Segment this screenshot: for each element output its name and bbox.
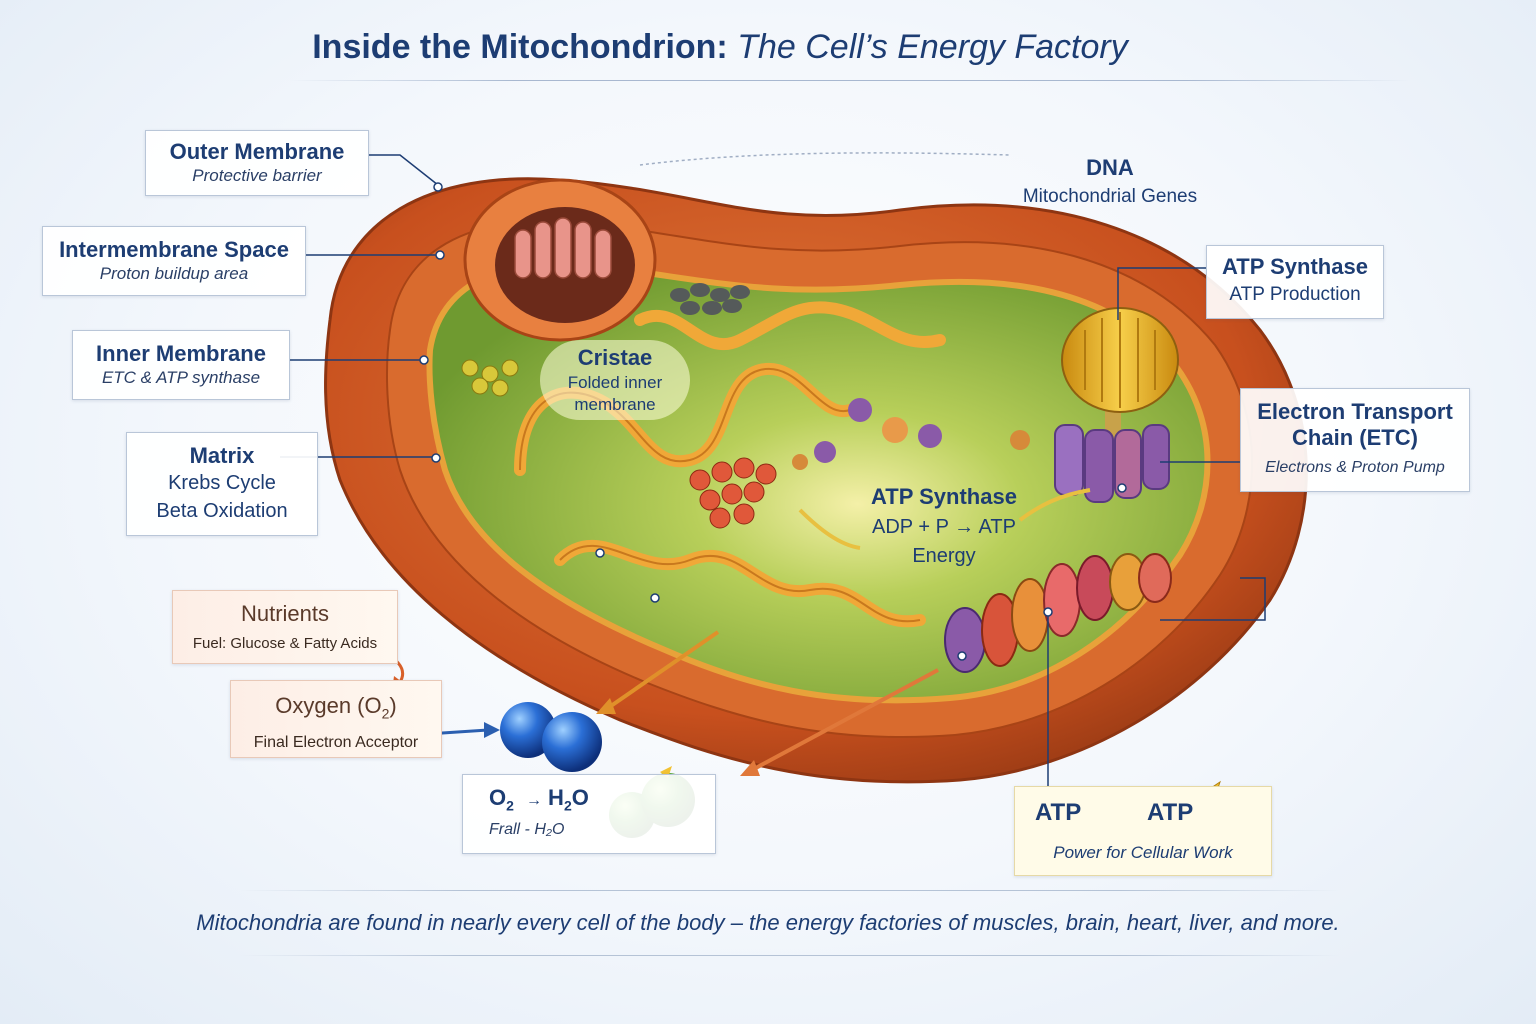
atp-output-label: ATP ATP Power for Cellular Work [1014, 786, 1272, 876]
title-bold: Inside the Mitochondrion: [312, 28, 728, 66]
oxygen-heading: Oxygen (O2) [231, 693, 441, 726]
matrix-label: Matrix Krebs Cycle Beta Oxidation [126, 432, 318, 536]
water-arrow: → [526, 792, 543, 809]
outer-membrane-sub: Protective barrier [192, 166, 322, 185]
atp-output-1: ATP [1035, 799, 1082, 826]
inner-membrane-sub: ETC & ATP synthase [101, 368, 261, 387]
footer-divider-bottom [240, 955, 1340, 956]
atp-output-2: ATP [1147, 799, 1194, 826]
water-h: H [548, 785, 564, 810]
nutrients-label: Nutrients Fuel: Glucose & Fatty Acids [172, 590, 398, 664]
membrane-proteins [944, 553, 1172, 673]
atp-center-heading: ATP Synthase [871, 484, 1017, 509]
outer-membrane-label: Outer Membrane Protective barrier [145, 130, 369, 196]
atp-center-label: ATP Synthase ADP + P → ATP Energy [856, 482, 1032, 570]
water-h2o-subscript: 2 [563, 797, 572, 814]
water-o: O [571, 785, 589, 810]
intermembrane-space-heading: Intermembrane Space [59, 237, 289, 262]
atp-center-sub: Energy [912, 545, 976, 567]
atp-synthase-label: ATP Synthase ATP Production [1206, 245, 1384, 319]
matrix-heading: Matrix [189, 443, 255, 468]
cristae-label: Cristae Folded inner membrane [540, 340, 690, 420]
cristae-heading: Cristae [577, 345, 653, 370]
atp-synthase-sub: ATP Production [1229, 284, 1361, 305]
matrix-line1: Krebs Cycle [168, 472, 276, 494]
ribosome-cluster [689, 457, 777, 529]
water-sub: Frall - H₂O [489, 821, 565, 839]
matrix-line2: Beta Oxidation [156, 500, 288, 522]
atp-center-equation: ADP + P → ATP [872, 516, 1016, 538]
water-o2: O [489, 785, 507, 810]
title-divider [290, 80, 1410, 81]
oxygen-molecule [500, 702, 602, 772]
page-title: Inside the Mitochondrion: The Cell’s Ene… [0, 28, 1440, 67]
oxygen-sub: Final Electron Acceptor [253, 734, 419, 752]
etc-complex [1054, 424, 1170, 503]
footer-divider-top [240, 890, 1340, 891]
footer-caption: Mitochondria are found in nearly every c… [196, 910, 1340, 935]
cristae-line1: Folded inner [567, 373, 663, 392]
dna-sub: Mitochondrial Genes [1022, 186, 1198, 207]
inner-membrane-heading: Inner Membrane [96, 341, 266, 366]
oxygen-heading-text: Oxygen (O [275, 693, 382, 718]
nutrients-heading: Nutrients [240, 601, 330, 626]
outer-membrane-heading: Outer Membrane [169, 139, 345, 164]
inner-membrane-label: Inner Membrane ETC & ATP synthase [72, 330, 290, 400]
cristae-line2: membrane [574, 395, 656, 414]
atp-output-row: ATP ATP [1015, 799, 1271, 835]
water-label: O2 →H2O Frall - H₂O [462, 774, 716, 854]
etc-label: Electron Transport Chain (ETC) Electrons… [1240, 388, 1470, 492]
dna-label: DNA Mitochondrial Genes [1000, 154, 1220, 212]
atp-output-sub: Power for Cellular Work [1053, 843, 1233, 862]
dna-granules [670, 283, 750, 315]
etc-sub: Electrons & Proton Pump [1265, 459, 1445, 476]
oxygen-heading-end: ) [389, 693, 397, 718]
water-o2-subscript: 2 [506, 797, 514, 814]
atp-synthase-heading: ATP Synthase [1222, 254, 1368, 279]
nutrients-sub: Fuel: Glucose & Fatty Acids [192, 635, 378, 652]
etc-line1: Electron Transport [1257, 399, 1453, 424]
dna-heading: DNA [1086, 155, 1134, 180]
title-italic: The Cell’s Energy Factory [737, 28, 1128, 66]
oxygen-heading-subscript: 2 [381, 705, 390, 722]
etc-line2: Chain (ETC) [1292, 425, 1418, 450]
intermembrane-space-label: Intermembrane Space Proton buildup area [42, 226, 306, 296]
oxygen-label: Oxygen (O2) Final Electron Acceptor [230, 680, 442, 758]
cutaway-chamber [463, 178, 657, 342]
water-equation: O2 →H2O [489, 785, 715, 813]
intermembrane-space-sub: Proton buildup area [99, 264, 249, 283]
